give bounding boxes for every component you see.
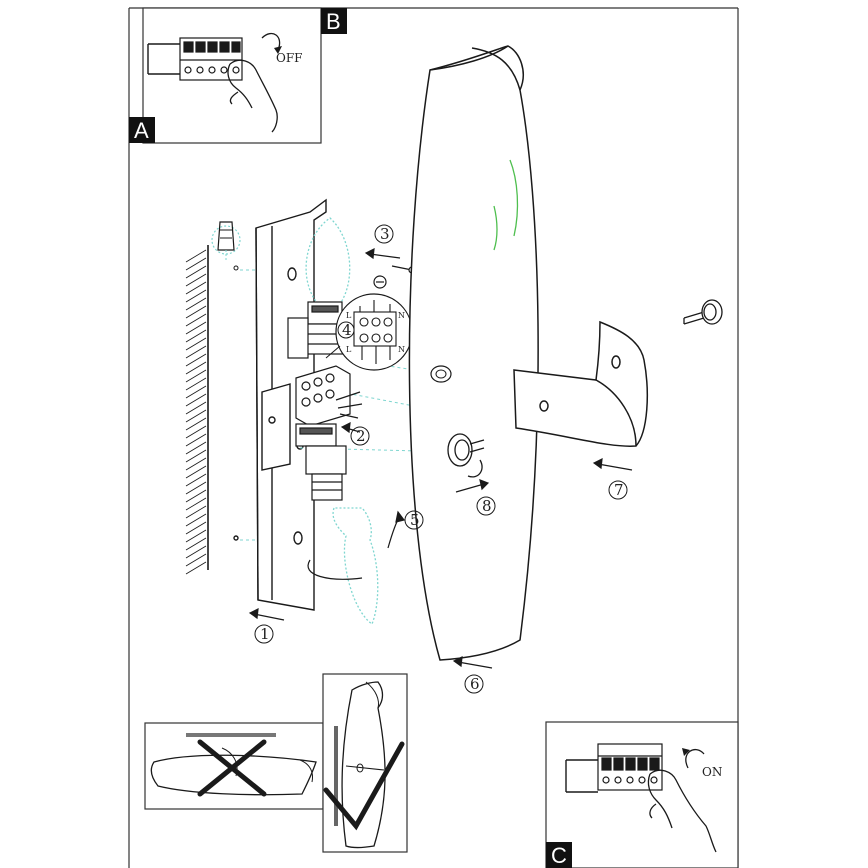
panel-b-letter: B bbox=[326, 9, 341, 34]
wall-hatch-stroke bbox=[185, 505, 207, 519]
wall-hatch-stroke bbox=[185, 561, 207, 575]
wall-hatch-stroke bbox=[185, 489, 207, 503]
wall-hatch-stroke bbox=[185, 273, 207, 287]
step-labels: 1 2 3 4 5 6 7 8 bbox=[254, 224, 628, 694]
lamp-shade bbox=[408, 45, 539, 661]
step-1-label: 1 bbox=[254, 624, 274, 644]
shade-strap bbox=[513, 320, 648, 447]
wall-hatch-stroke bbox=[185, 345, 207, 359]
wall-hatch-stroke bbox=[185, 385, 207, 399]
wall-hatch-stroke bbox=[185, 313, 207, 327]
cross-icon bbox=[197, 739, 267, 797]
wall-hatch-stroke bbox=[185, 449, 207, 463]
svg-text:8: 8 bbox=[482, 497, 492, 515]
wall-hatch-stroke bbox=[185, 409, 207, 423]
step-3-label: 3 bbox=[374, 224, 394, 244]
wall-hatch-stroke bbox=[185, 417, 207, 431]
direction-arrows bbox=[248, 247, 633, 669]
svg-text:1: 1 bbox=[260, 625, 270, 643]
thumb-screw-icon bbox=[683, 299, 723, 325]
terminal-detail-callout: L N L N bbox=[325, 293, 413, 371]
wall-hatch-stroke bbox=[185, 481, 207, 495]
step-2-label: 2 bbox=[350, 426, 370, 446]
wall-hatch-stroke bbox=[185, 369, 207, 383]
wall-hatch-stroke bbox=[185, 361, 207, 375]
step-6-label: 6 bbox=[464, 674, 484, 694]
panel-a-marker: A bbox=[129, 117, 155, 143]
panel-c-letter: C bbox=[551, 843, 567, 868]
step-7-label: 7 bbox=[608, 480, 628, 500]
screw-small-icon bbox=[373, 265, 416, 289]
correct-orientation-panel bbox=[322, 673, 408, 853]
check-icon bbox=[323, 741, 405, 831]
wall-hatch-stroke bbox=[185, 441, 207, 455]
step-8-label: 8 bbox=[476, 496, 496, 516]
terminal-mark-bottom-left: L bbox=[346, 345, 352, 354]
wall-hatch-stroke bbox=[185, 289, 207, 303]
step-4-label: 4 bbox=[337, 321, 355, 339]
svg-text:6: 6 bbox=[470, 675, 480, 693]
wall-hatch-stroke bbox=[185, 321, 207, 335]
step-5-label: 5 bbox=[404, 510, 424, 530]
wall-hatch-stroke bbox=[185, 257, 207, 271]
wall-hatch-stroke bbox=[185, 425, 207, 439]
terminal-mark-bottom-right: N bbox=[398, 345, 405, 354]
wall-hatch-stroke bbox=[185, 329, 207, 343]
wall-hatch-stroke bbox=[185, 545, 207, 559]
rotate-arrow-on-icon bbox=[685, 749, 705, 769]
svg-text:7: 7 bbox=[614, 481, 624, 499]
svg-text:5: 5 bbox=[410, 511, 420, 529]
wall-hatch-stroke bbox=[185, 521, 207, 535]
wall-hatch-stroke bbox=[185, 305, 207, 319]
wall-hatch-stroke bbox=[185, 393, 207, 407]
switch-off-text: OFF bbox=[276, 51, 303, 65]
wall-hatch-stroke bbox=[185, 513, 207, 527]
terminal-mark-top-left: L bbox=[346, 311, 352, 320]
terminal-block-mount-icon bbox=[295, 365, 363, 427]
hand-on-icon bbox=[647, 769, 717, 853]
bulb-bottom-icon bbox=[295, 423, 379, 626]
wall-hatch-stroke bbox=[185, 529, 207, 543]
wall-hatch-stroke bbox=[185, 457, 207, 471]
rotate-arrow-icon bbox=[261, 33, 281, 51]
wall-hatch-stroke bbox=[185, 401, 207, 415]
wall-hatch-stroke bbox=[185, 537, 207, 551]
svg-text:4: 4 bbox=[342, 321, 352, 339]
terminal-mark-top-right: N bbox=[398, 311, 405, 320]
wall-hatch-stroke bbox=[185, 265, 207, 279]
panel-c-switch-on: ON C bbox=[545, 721, 739, 868]
wrong-orientation-panel bbox=[144, 722, 324, 810]
fixing-knob-icon bbox=[447, 433, 485, 478]
wall-hatch-stroke bbox=[185, 553, 207, 567]
wall-hatch-stroke bbox=[185, 249, 207, 263]
wall-hatch-lines bbox=[185, 249, 207, 575]
wall-hatch-stroke bbox=[185, 377, 207, 391]
switch-on-text: ON bbox=[702, 765, 722, 779]
panel-a-letter: A bbox=[134, 118, 149, 143]
terminal-block-on-icon bbox=[597, 743, 663, 791]
wall-hatch-stroke bbox=[185, 497, 207, 511]
wall-hatch-stroke bbox=[185, 433, 207, 447]
hand-icon bbox=[227, 59, 278, 133]
svg-text:3: 3 bbox=[380, 225, 390, 243]
wall-plug-icon bbox=[211, 221, 241, 271]
svg-text:2: 2 bbox=[356, 427, 366, 445]
wall-hatch-stroke bbox=[185, 465, 207, 479]
wall-hatch-stroke bbox=[185, 337, 207, 351]
wall-hatch-stroke bbox=[185, 473, 207, 487]
wall-hatch-stroke bbox=[185, 297, 207, 311]
terminal-block-icon bbox=[179, 37, 243, 81]
panel-b-switch-off: OFF B bbox=[142, 7, 347, 144]
wall-hatch-stroke bbox=[185, 281, 207, 295]
wall-hatch-stroke bbox=[185, 353, 207, 367]
